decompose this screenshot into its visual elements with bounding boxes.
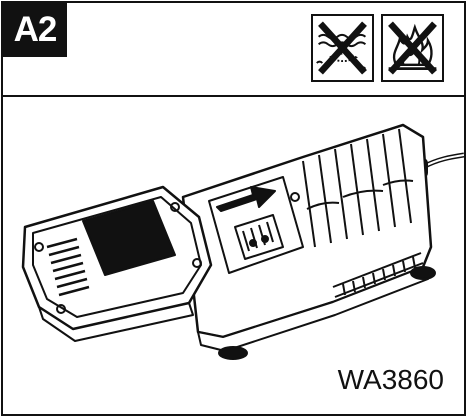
insert-arrow (216, 186, 276, 212)
figure-label: A2 (3, 3, 67, 57)
charger-illustration: WA3860 (3, 97, 465, 414)
no-water-icon (311, 14, 374, 82)
side-grille (332, 252, 424, 298)
vent-ribs (302, 128, 414, 248)
charger-drawing (21, 123, 465, 360)
figure-header: A2 (3, 3, 464, 97)
model-number: WA3860 (337, 364, 444, 395)
no-fire-icon (381, 14, 444, 82)
battery-pack (21, 185, 213, 342)
